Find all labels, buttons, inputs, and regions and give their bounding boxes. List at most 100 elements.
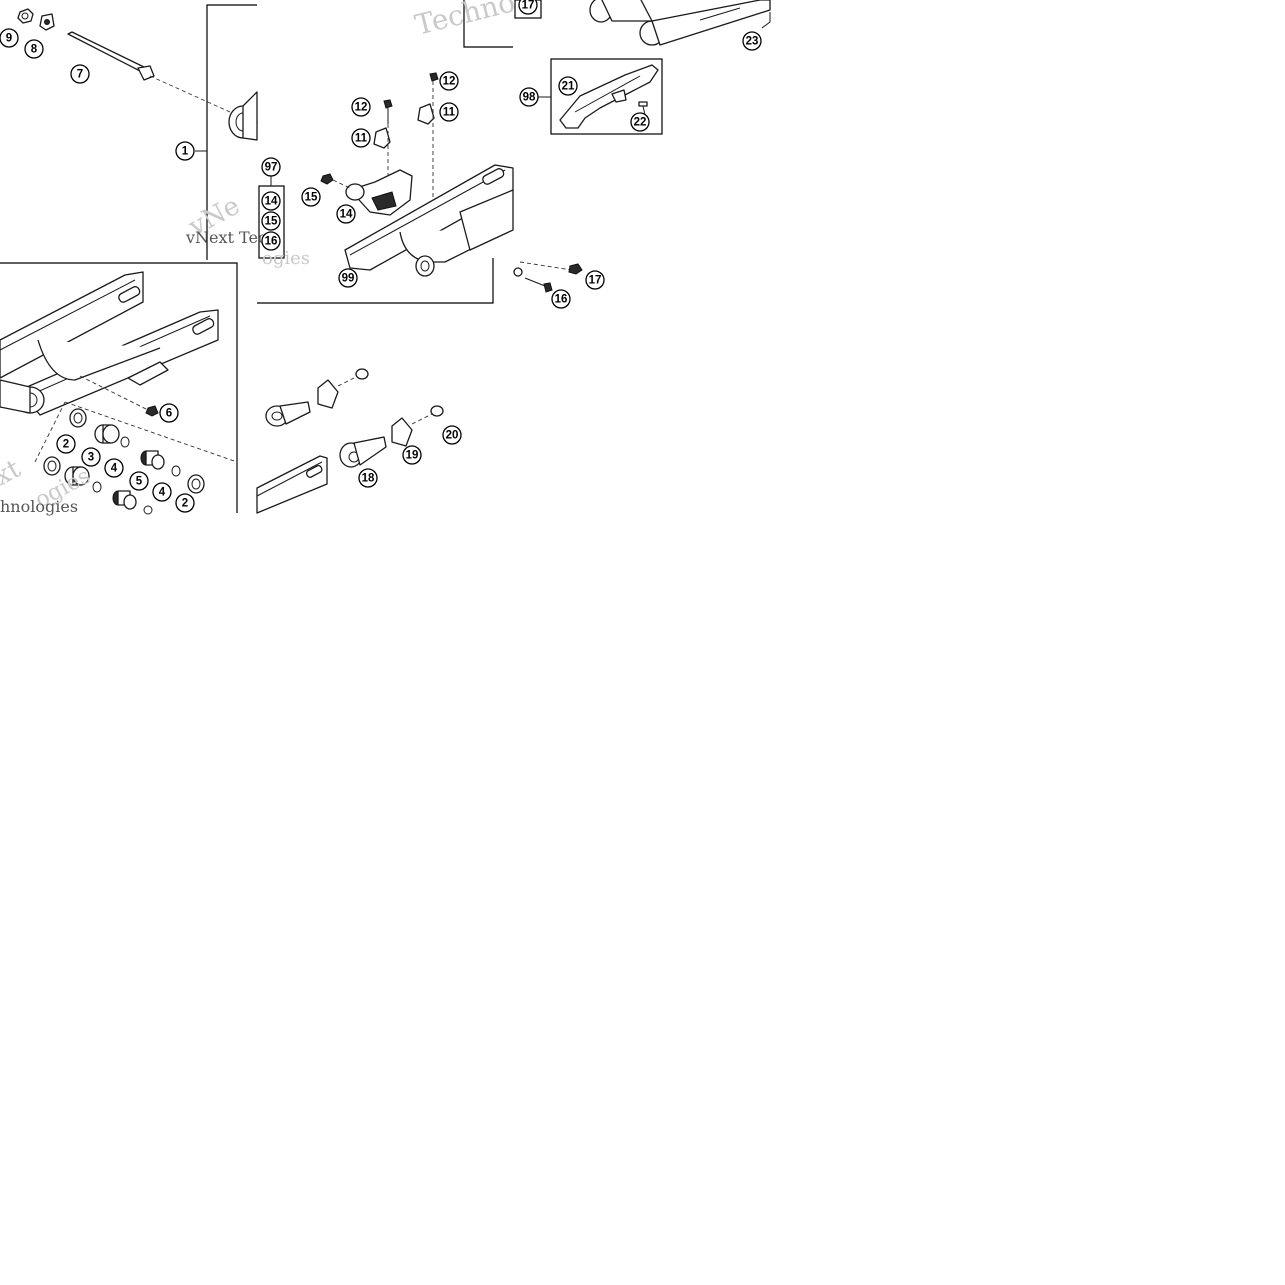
callout-circle [551, 289, 571, 309]
callout-4[interactable]: 4 [152, 482, 172, 502]
callout-circle [301, 187, 321, 207]
swingarm-part [344, 164, 514, 277]
callout-circle [261, 231, 281, 251]
callout-19[interactable]: 19 [402, 445, 422, 465]
callout-label: 12 [355, 102, 368, 114]
callout-circle [442, 425, 462, 445]
callout-label: 23 [746, 36, 759, 48]
callout-circle [24, 39, 44, 59]
bolt-assembly-lower [339, 405, 444, 468]
callout-circle [742, 31, 762, 51]
swingarm-fragment [589, 0, 771, 46]
callout-17[interactable]: 17 [585, 270, 605, 290]
callout-22[interactable]: 22 [630, 112, 650, 132]
callout-label: 1 [182, 146, 189, 158]
callout-label: 8 [31, 44, 38, 56]
callout-11[interactable]: 11 [351, 128, 371, 148]
callout-label: 2 [182, 498, 188, 510]
callout-circle [518, 0, 538, 15]
callout-9[interactable]: 9 [0, 28, 19, 48]
screw-part [145, 405, 159, 417]
callout-2[interactable]: 2 [175, 493, 195, 513]
callout-98[interactable]: 98 [519, 87, 539, 107]
callout-label: 17 [522, 0, 535, 12]
callout-label: 20 [446, 430, 459, 442]
callout-label: 4 [159, 487, 166, 499]
callout-circle [152, 482, 172, 502]
callout-5[interactable]: 5 [129, 471, 149, 491]
callout-6[interactable]: 6 [159, 403, 179, 423]
tile-bottom-left [0, 262, 238, 515]
callout-14[interactable]: 14 [261, 191, 281, 211]
callout-97[interactable]: 97 [261, 157, 281, 177]
callout-label: 11 [443, 107, 456, 119]
callout-15[interactable]: 15 [301, 187, 321, 207]
callout-circle [585, 270, 605, 290]
axle-part [67, 31, 155, 81]
callout-20[interactable]: 20 [442, 425, 462, 445]
callout-21[interactable]: 21 [558, 76, 578, 96]
callout-label: 15 [305, 192, 318, 204]
callout-label: 12 [443, 76, 456, 88]
watermark-text: hnologies [0, 497, 78, 516]
callout-17[interactable]: 17 [518, 0, 538, 15]
swingarm-part [0, 271, 219, 416]
watermark-text: vNext Tec [185, 228, 267, 247]
callout-15[interactable]: 15 [261, 211, 281, 231]
bolt-part [513, 267, 553, 293]
callout-7[interactable]: 7 [70, 64, 90, 84]
nut-part [17, 8, 34, 24]
callout-circle [261, 211, 281, 231]
callout-label: 14 [340, 209, 353, 221]
callout-label: 6 [166, 408, 172, 420]
callout-16[interactable]: 16 [261, 231, 281, 251]
callout-label: 14 [265, 196, 278, 208]
chain-guide-part [345, 169, 413, 216]
bearing-kit-outline [34, 401, 238, 463]
group-99-frame [257, 258, 494, 304]
callout-circle [336, 204, 356, 224]
callout-23[interactable]: 23 [742, 31, 762, 51]
callout-circle [402, 445, 422, 465]
tile-top-center [257, 72, 514, 304]
callout-18[interactable]: 18 [358, 468, 378, 488]
callout-label: 98 [523, 92, 536, 104]
callout-label: 2 [63, 439, 69, 451]
callout-2[interactable]: 2 [56, 434, 76, 454]
callout-label: 16 [555, 294, 568, 306]
nut-part [568, 263, 583, 275]
clip-part [373, 103, 435, 149]
chain-slider-part [559, 64, 659, 129]
callout-label: 9 [6, 33, 12, 45]
callout-circle [129, 471, 149, 491]
callout-11[interactable]: 11 [439, 102, 459, 122]
watermark-text: Techno [412, 0, 519, 42]
swingarm-pivot-fragment [228, 91, 258, 141]
watermark-text: xt [0, 454, 26, 493]
callout-12[interactable]: 12 [351, 97, 371, 117]
callout-8[interactable]: 8 [24, 39, 44, 59]
callout-label: 3 [88, 452, 94, 464]
callout-circle [104, 458, 124, 478]
watermark-text: ogies [262, 248, 310, 269]
callout-label: 11 [355, 133, 368, 145]
callout-circle [0, 28, 19, 48]
callout-circle [439, 71, 459, 91]
callout-14[interactable]: 14 [336, 204, 356, 224]
callout-label: 5 [136, 476, 143, 488]
callout-circle [558, 76, 578, 96]
callout-circle [630, 112, 650, 132]
callout-3[interactable]: 3 [81, 447, 101, 467]
callout-1[interactable]: 1 [175, 141, 195, 161]
callout-99[interactable]: 99 [338, 268, 358, 288]
group-1-bracket [206, 4, 257, 260]
callout-16[interactable]: 16 [551, 289, 571, 309]
callout-label: 17 [589, 275, 602, 287]
callout-label: 22 [634, 117, 647, 129]
callout-circle [81, 447, 101, 467]
callout-circle [439, 102, 459, 122]
callout-circle [351, 97, 371, 117]
callout-12[interactable]: 12 [439, 71, 459, 91]
callout-4[interactable]: 4 [104, 458, 124, 478]
callout-label: 97 [265, 162, 278, 174]
